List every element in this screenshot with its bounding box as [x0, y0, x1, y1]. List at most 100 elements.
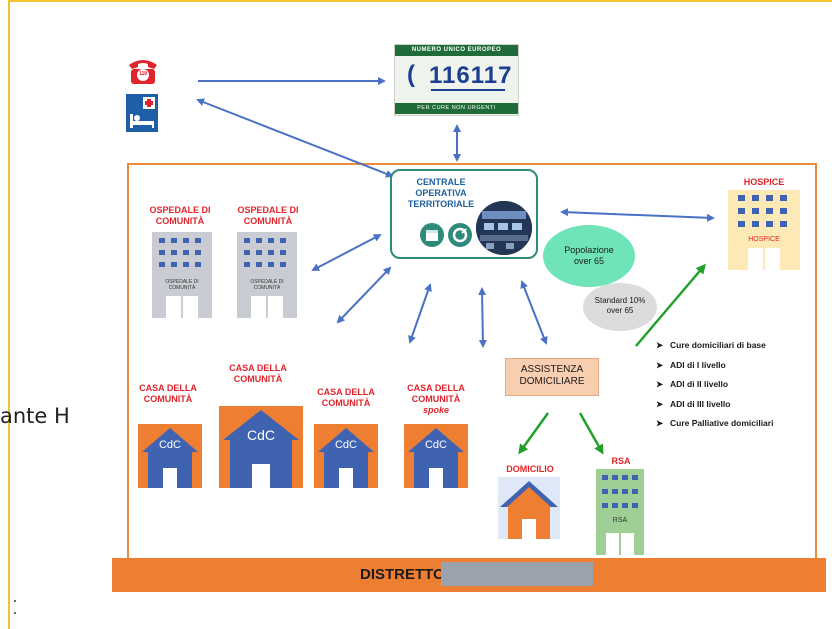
- cot-label-line2: OPERATIVA: [415, 188, 467, 198]
- arrow-cot-cdc4: [478, 287, 487, 348]
- casa-2-title-line2: COMUNITÀ: [233, 374, 283, 384]
- refresh-icon: [448, 223, 472, 247]
- casa-1-label: CdC: [158, 439, 181, 451]
- service-label: ADI di III livello: [670, 398, 731, 409]
- standard-line2: over 65: [606, 306, 634, 315]
- casa-4-label: CdC: [424, 439, 447, 451]
- popolazione-label: Popolazione over 65: [548, 245, 630, 267]
- hospice-title: HOSPICE: [743, 177, 785, 187]
- rsa-building: RSA: [596, 469, 644, 555]
- nue-underline: [431, 89, 505, 91]
- standard-circle: [583, 283, 657, 331]
- casa-2-label: CdC: [246, 427, 275, 443]
- service-item: ➤ Cure domiciliari di base: [656, 336, 773, 356]
- service-label: Cure domiciliari di base: [670, 340, 766, 350]
- centrale-operativa-box: CENTRALE OPERATIVA TERRITORIALE: [390, 169, 538, 259]
- bullet-arrow-icon: ➤: [656, 379, 664, 389]
- casa-2-title: CASA DELLA COMUNITÀ: [218, 363, 298, 385]
- standard-line1: Standard 10%: [594, 296, 646, 305]
- nue-top-label: NUMERO UNICO EUROPEO: [395, 45, 518, 56]
- services-list: ➤ Cure domiciliari di base ➤ ADI di I live…: [656, 336, 773, 434]
- arrow-cot-adi: [520, 280, 548, 345]
- casa-2-house: CdC: [219, 406, 303, 488]
- service-item: ➤ ADI di II livello: [656, 375, 773, 395]
- ospedale-2-title-line2: COMUNITÀ: [243, 216, 293, 226]
- arrow-adi-domicilio: [518, 412, 550, 455]
- domicilio-title: DOMICILIO: [506, 464, 554, 474]
- ospedale-1-plate-line2: COMUNITÀ: [168, 285, 196, 291]
- rsa-plate: RSA: [612, 517, 628, 524]
- arrow-cot-hospice: [560, 208, 715, 222]
- hospice-building: HOSPICE: [728, 190, 800, 270]
- emergency-phone-icon: 118: [126, 55, 160, 85]
- side-caption: ante H: [0, 404, 70, 428]
- bullet-arrow-icon: ➤: [656, 340, 664, 350]
- cot-label: CENTRALE OPERATIVA TERRITORIALE: [402, 177, 480, 210]
- ospedale-1-title-line1: OSPEDALE DI: [149, 205, 211, 215]
- arrow-hospital-cot: [196, 98, 394, 178]
- ospedale-1-plate: OSPEDALE DI COMUNITÀ: [152, 279, 212, 291]
- service-item: ➤ ADI di I livello: [656, 356, 773, 376]
- control-room-photo: [476, 201, 532, 255]
- arrow-cot-ospedale: [311, 234, 382, 271]
- hospice-plate: HOSPICE: [748, 236, 780, 243]
- ospedale-1-building: OSPEDALE DI COMUNITÀ: [152, 232, 212, 318]
- arrow-adi-rsa: [578, 412, 604, 455]
- assistenza-domiciliare-box: [505, 358, 599, 396]
- standard-label: Standard 10% over 65: [583, 296, 657, 316]
- domicilio-house: [498, 477, 560, 539]
- popolazione-line1: Popolazione: [564, 245, 614, 255]
- casa-2-title-line1: CASA DELLA: [229, 363, 287, 373]
- nue-bottom-label: PER CURE NON URGENTI: [395, 103, 518, 114]
- service-item: ➤ ADI di III livello: [656, 395, 773, 415]
- assistenza-line2: DOMICILIARE: [519, 376, 585, 387]
- arrow-cot-cdc3: [408, 283, 432, 344]
- ospedale-2-title-line1: OSPEDALE DI: [237, 205, 299, 215]
- arrow-to-hospice-green: [635, 263, 706, 347]
- page-frame: [8, 0, 832, 629]
- bullet-arrow-icon: ➤: [656, 418, 664, 428]
- ospedale-2-plate-line1: OSPEDALE DI: [250, 279, 284, 285]
- casa-1-house: CdC: [138, 424, 202, 488]
- service-label: ADI di II livello: [670, 379, 729, 389]
- service-label: ADI di I livello: [670, 359, 726, 370]
- casa-4-title-line1: CASA DELLA: [407, 383, 465, 393]
- distretto-label: DISTRETTO: [360, 566, 445, 583]
- hospital-bed-icon: [126, 94, 158, 132]
- bullet-arrow-icon: ➤: [656, 359, 664, 370]
- assistenza-domiciliare-label: ASSISTENZA DOMICILIARE: [505, 364, 599, 388]
- ospedale-1-title-line2: COMUNITÀ: [155, 216, 205, 226]
- rsa-title: RSA: [611, 456, 631, 466]
- casa-1-title: CASA DELLA COMUNITÀ: [128, 383, 208, 405]
- casa-4-title-line2: COMUNITÀ: [411, 394, 461, 404]
- nue-phone-icon: (: [407, 61, 415, 88]
- service-label: Cure Palliative domiciliari: [670, 418, 774, 428]
- nue-number: 116117: [429, 62, 513, 89]
- popolazione-line2: over 65: [573, 256, 605, 266]
- ospedale-1-plate-line1: OSPEDALE DI: [165, 279, 199, 285]
- ospedale-2-building: OSPEDALE DI COMUNITÀ: [237, 232, 297, 318]
- dot-mark: [14, 600, 16, 602]
- assistenza-line1: ASSISTENZA: [520, 364, 584, 375]
- casa-4-house: CdC: [404, 424, 468, 488]
- cot-label-line3: TERRITORIALE: [407, 199, 475, 209]
- casa-3-title: CASA DELLA COMUNITÀ: [306, 387, 386, 409]
- casa-3-house: CdC: [314, 424, 378, 488]
- cot-label-line1: CENTRALE: [416, 177, 466, 187]
- casa-1-title-line2: COMUNITÀ: [143, 394, 193, 404]
- calendar-icon: [420, 223, 444, 247]
- ospedale-2-plate: OSPEDALE DI COMUNITÀ: [237, 279, 297, 291]
- bullet-arrow-icon: ➤: [656, 398, 664, 409]
- arrow-cot-cdc2: [336, 266, 392, 324]
- redacted-area: [441, 562, 593, 586]
- casa-1-title-line1: CASA DELLA: [139, 383, 197, 393]
- casa-3-label: CdC: [334, 439, 357, 451]
- nue-116117-badge: NUMERO UNICO EUROPEO ( 116117 PER CURE N…: [394, 44, 519, 116]
- service-item: ➤ Cure Palliative domiciliari: [656, 414, 773, 434]
- dot-mark: [14, 612, 16, 614]
- casa-3-title-line2: COMUNITÀ: [321, 398, 371, 408]
- emergency-badge: 118: [138, 71, 148, 77]
- ospedale-1-title: OSPEDALE DI COMUNITÀ: [140, 205, 220, 227]
- popolazione-circle: [543, 225, 635, 287]
